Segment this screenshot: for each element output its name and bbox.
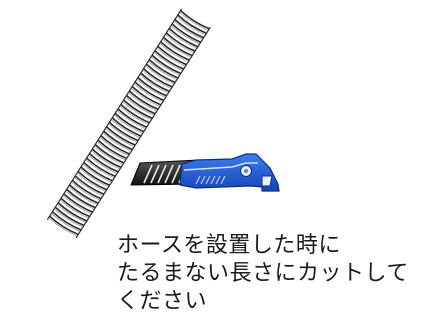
hose-icon xyxy=(46,8,211,239)
instruction-line-3: ください xyxy=(117,289,208,314)
instruction-line-1: ホースを設置した時に xyxy=(117,233,341,258)
instruction-line-2: たるまない長さにカットして xyxy=(117,261,409,286)
utility-knife-icon xyxy=(130,153,280,192)
instruction-text: ホースを設置した時に たるまない長さにカットして ください xyxy=(117,232,417,316)
